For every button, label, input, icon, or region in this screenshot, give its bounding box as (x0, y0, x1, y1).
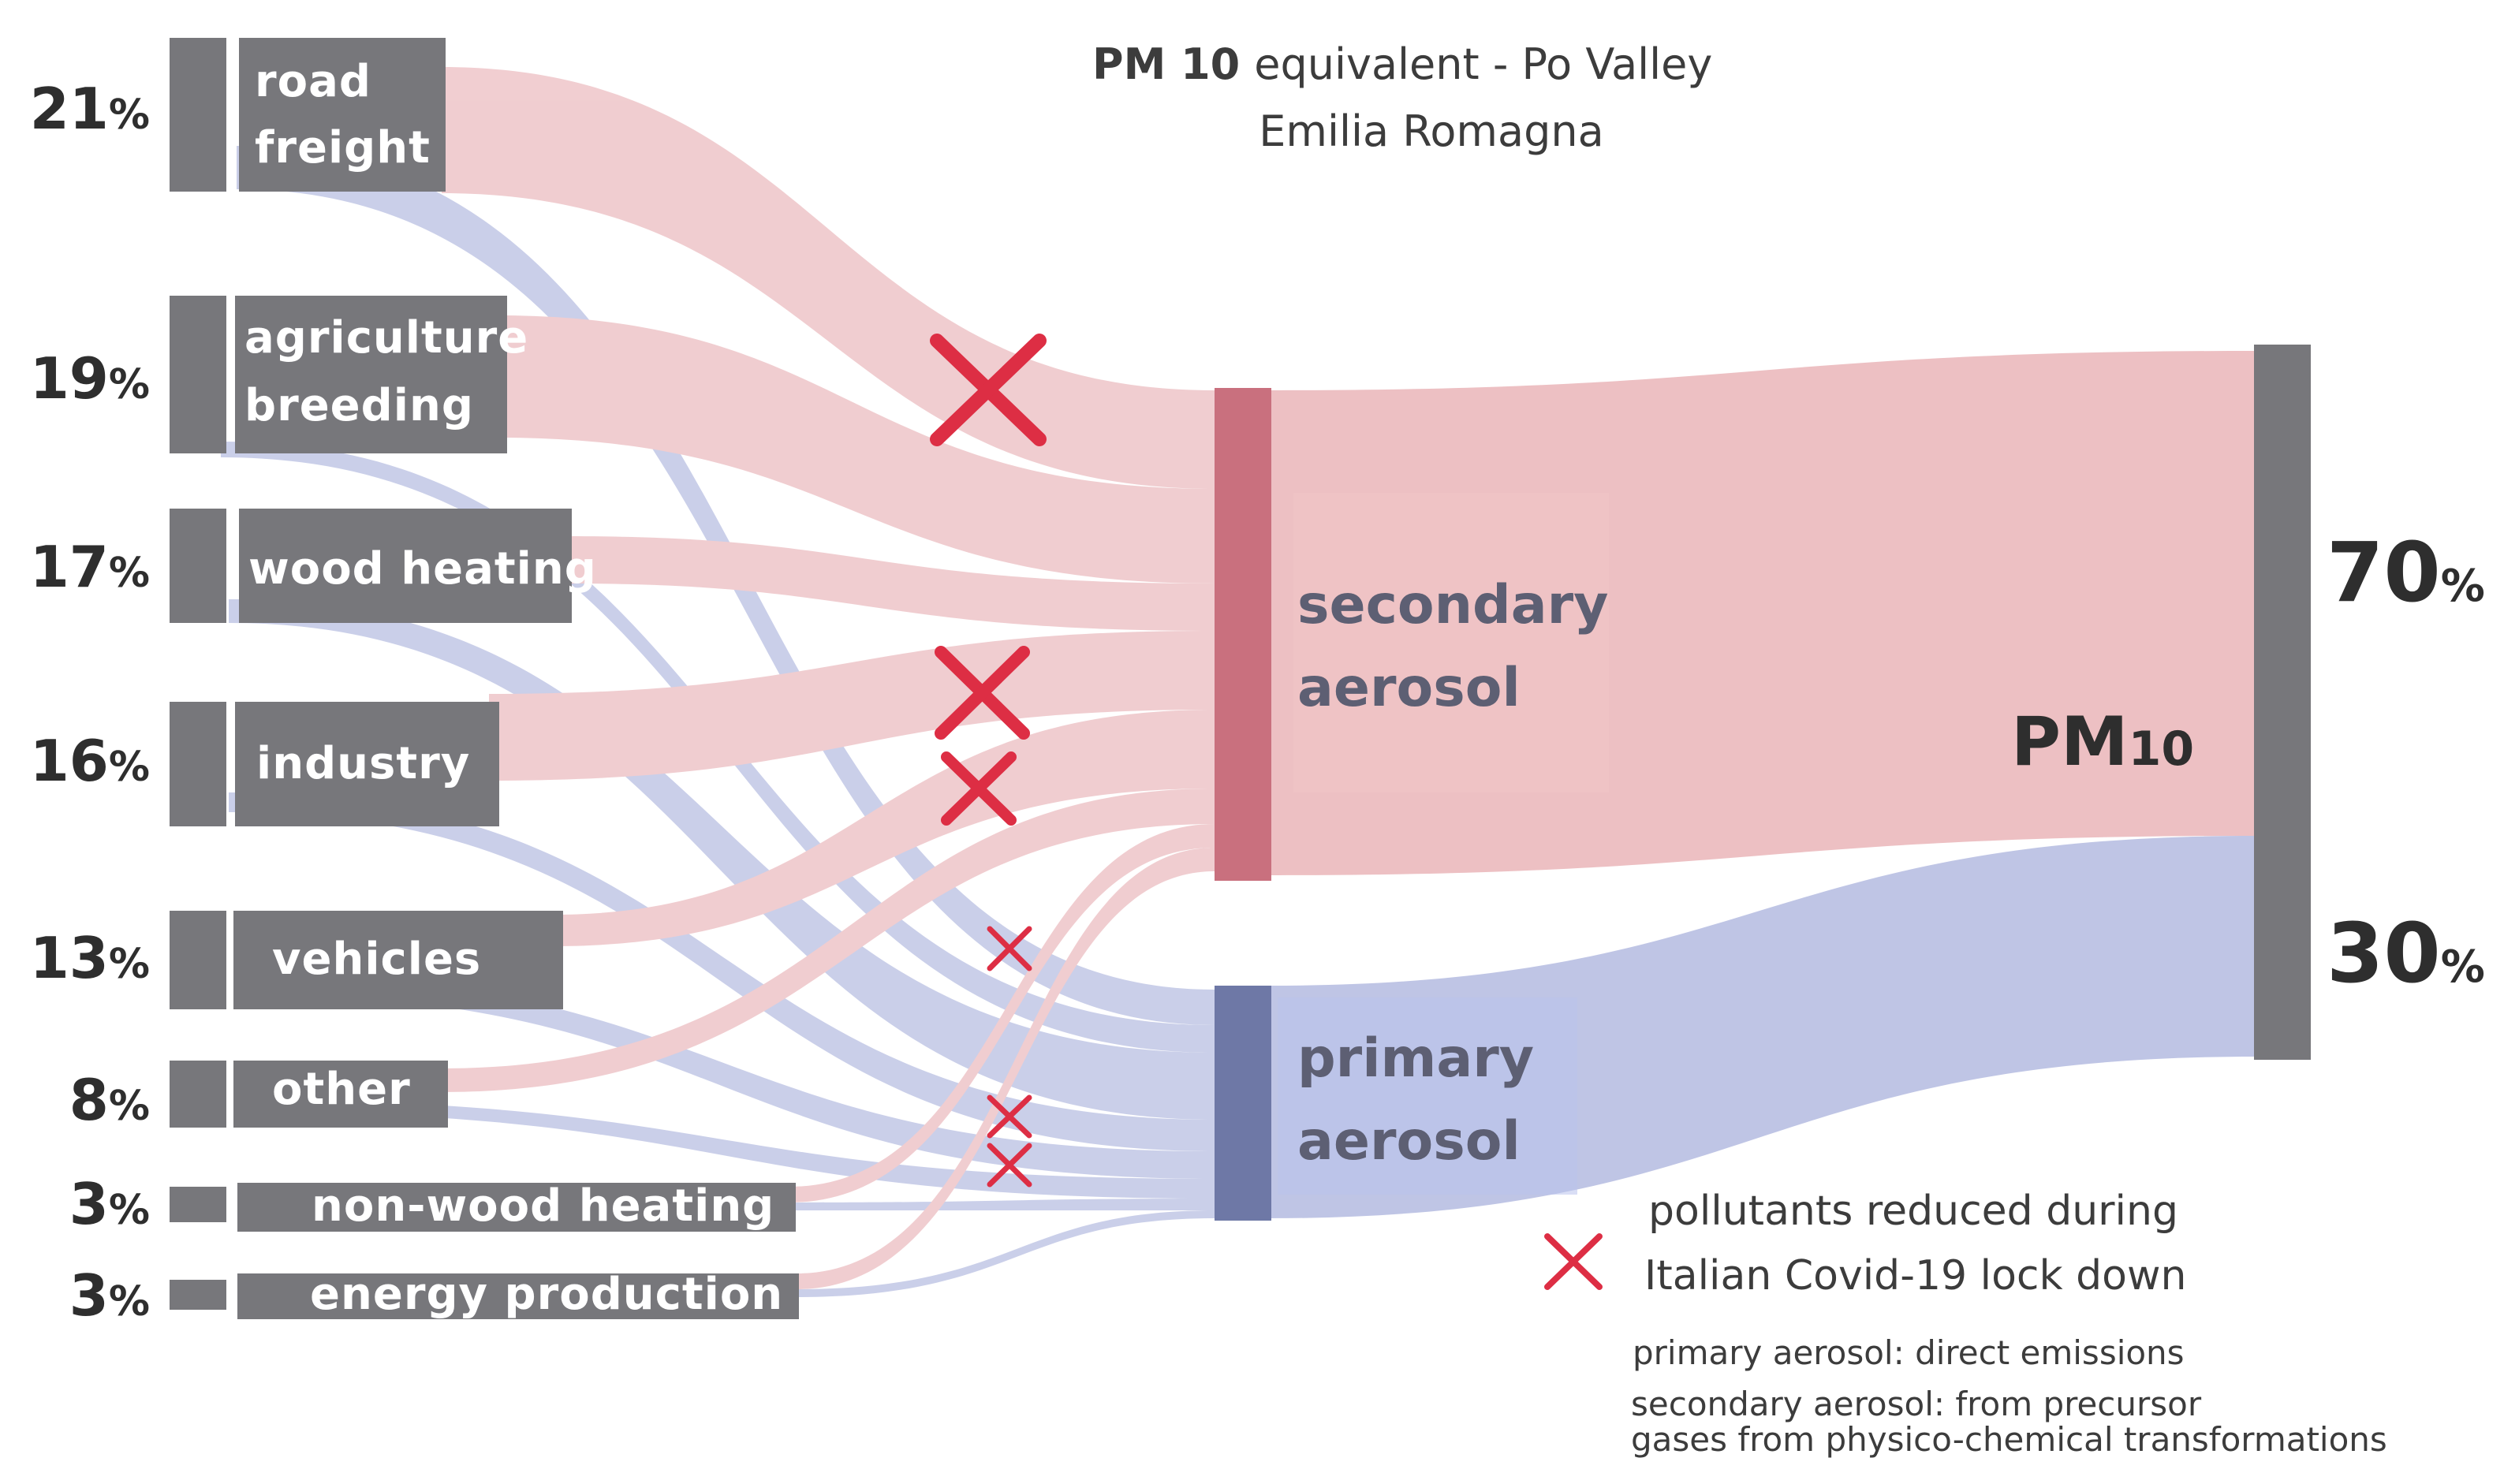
source-agri-label-2: breeding (244, 380, 474, 431)
source-nonwood-box (237, 1183, 796, 1232)
flow-wood-secondary (568, 536, 1215, 631)
legend-line-1: pollutants reduced during (1648, 1188, 2178, 1235)
source-agri-pct: 19% (30, 345, 150, 412)
primary-aerosol-label-2: aerosol (1297, 1110, 1521, 1173)
note-primary: primary aerosol: direct emissions (1633, 1333, 2185, 1372)
pm-flows (1270, 351, 2256, 1218)
source-energy-box (237, 1273, 799, 1319)
source-industry-bar (170, 702, 226, 826)
source-wood-label: wood heating (248, 543, 597, 595)
source-nonwood-bar (170, 1187, 226, 1222)
pm10-node (2254, 345, 2311, 1060)
source-wood: wood heating 17% (30, 509, 597, 623)
source-agri-label-1: agriculture (244, 312, 528, 364)
source-other-label: other (272, 1064, 411, 1115)
primary-aerosol-node (1215, 986, 1271, 1221)
source-energy-label: energy production (310, 1269, 783, 1320)
note-secondary-2: gases from physico-chemical transformati… (1631, 1420, 2387, 1459)
source-industry-pct: 16% (30, 728, 150, 794)
chart-title-line-2: Emilia Romagna (1259, 106, 1603, 156)
source-nodes: road freight 21% agriculture breeding 19… (30, 38, 799, 1329)
flow-wood-primary (229, 599, 1215, 1120)
source-road-bar (170, 38, 226, 192)
note-secondary-1: secondary aerosol: from precursor (1631, 1385, 2202, 1423)
source-vehicles: vehicles 13% (30, 911, 563, 1009)
source-vehicles-bar (170, 911, 226, 1009)
reduced-marker-icon (935, 646, 1030, 740)
source-other-pct: 8% (69, 1067, 150, 1133)
secondary-aerosol-label-2: aerosol (1297, 657, 1521, 719)
legend-line-2: Italian Covid-19 lock down (1644, 1252, 2186, 1299)
source-other-box (233, 1061, 448, 1128)
flow-vehicles-secondary (552, 710, 1215, 946)
source-energy-bar (170, 1280, 226, 1310)
source-vehicles-box (233, 911, 563, 1009)
secondary-aerosol-node (1215, 388, 1271, 881)
primary-share: 30% (2327, 905, 2485, 1001)
source-road-box (239, 38, 446, 192)
source-energy: energy production 3% (69, 1262, 799, 1329)
source-industry: industry 16% (30, 702, 499, 826)
source-wood-bar (170, 509, 226, 623)
source-agri-bar (170, 296, 226, 453)
reduction-markers (930, 334, 1047, 1188)
source-road-pct: 21% (30, 76, 150, 142)
secondary-label-highlight (1293, 493, 1609, 792)
source-energy-pct: 3% (69, 1262, 150, 1329)
source-wood-pct: 17% (30, 534, 150, 600)
source-road: road freight 21% (30, 38, 446, 192)
source-agri-box (235, 296, 507, 453)
reduced-marker-icon (987, 1143, 1032, 1188)
flow-energy-primary (797, 1210, 1215, 1297)
reduced-marker-icon (987, 1094, 1032, 1139)
flow-industry-primary (229, 792, 1215, 1151)
flows-group (221, 67, 1215, 1297)
pm10-label: PM10 (2011, 703, 2194, 781)
legend: pollutants reduced during Italian Covid-… (1544, 1188, 2186, 1299)
flow-nonwood-primary (789, 1199, 1215, 1210)
source-road-label-2: freight (255, 122, 431, 173)
source-vehicles-pct: 13% (30, 925, 150, 991)
source-wood-box (239, 509, 572, 623)
source-nonwood: non-wood heating 3% (69, 1171, 796, 1237)
flow-other-secondary (442, 789, 1215, 1092)
source-nonwood-label: non-wood heating (312, 1180, 774, 1232)
source-vehicles-label: vehicles (272, 934, 481, 985)
primary-aerosol-label-1: primary (1297, 1027, 1534, 1090)
legend-x-icon (1544, 1233, 1603, 1290)
source-industry-label: industry (256, 738, 470, 789)
secondary-share: 70% (2327, 524, 2485, 621)
flow-other-primary (237, 1100, 1215, 1199)
source-agri: agriculture breeding 19% (30, 296, 528, 453)
reduced-marker-icon (930, 334, 1047, 446)
primary-label-highlight (1278, 997, 1577, 1195)
secondary-aerosol-label-1: secondary (1297, 574, 1608, 636)
flow-vehicles-primary (237, 974, 1215, 1179)
source-road-label-1: road (255, 56, 371, 107)
reduced-marker-icon (987, 926, 1032, 971)
source-other: other 8% (69, 1061, 448, 1133)
source-other-bar (170, 1061, 226, 1128)
source-nonwood-pct: 3% (69, 1171, 150, 1237)
flow-road-secondary (442, 67, 1215, 489)
source-industry-box (235, 702, 499, 826)
flow-agri-secondary (497, 315, 1215, 584)
flow-industry-secondary (489, 631, 1215, 781)
reduced-marker-icon (941, 751, 1017, 826)
